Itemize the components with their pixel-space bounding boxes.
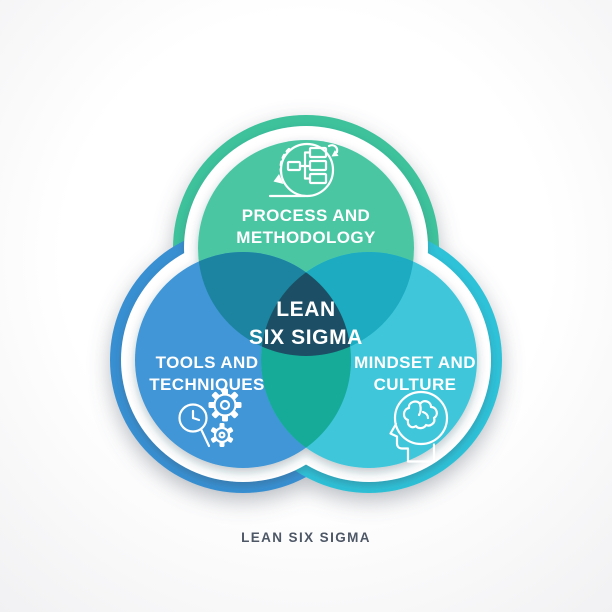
center-label: LEAN SIX SIGMA (249, 298, 363, 349)
center-label-line1: LEAN (276, 298, 336, 321)
tools-label-line1: TOOLS AND (156, 353, 259, 372)
circle-labels: PROCESS AND METHODOLOGY TOOLS AND TECHNI… (149, 206, 476, 394)
diagram-caption: LEAN SIX SIGMA (241, 530, 371, 545)
mindset-label-line1: MINDSET AND (354, 353, 476, 372)
center-intersection (261, 252, 351, 356)
venn-fills (135, 140, 477, 468)
process-label-line2: METHODOLOGY (236, 228, 376, 247)
process-loop-icon (268, 142, 339, 198)
gear-large-icon (208, 388, 242, 422)
head-brain-icon (389, 390, 449, 463)
arrowhead (273, 174, 284, 184)
mindset-label-line2: CULTURE (374, 375, 457, 394)
arrowhead (331, 150, 339, 157)
tools-label-line2: TECHNIQUES (149, 375, 264, 394)
gear-small-icon (210, 423, 234, 447)
center-label-line2: SIX SIGMA (249, 326, 363, 349)
process-label-line1: PROCESS AND (242, 206, 370, 225)
magnifier-clock-icon (178, 403, 211, 448)
magnifier-gears-icon (178, 388, 242, 448)
